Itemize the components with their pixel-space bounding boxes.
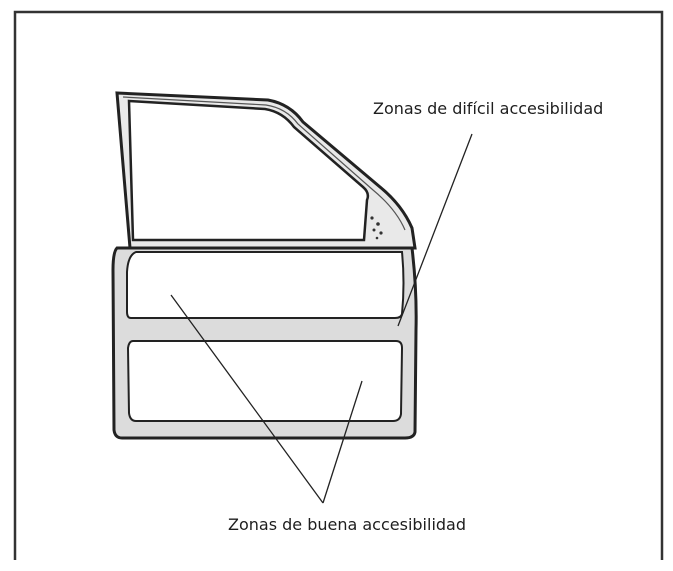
figure-border [13,10,664,560]
window-inner-frame-line [122,96,406,231]
leader-line-difficult-access [397,133,473,327]
leader-line-good-access-upper [170,294,324,504]
label-difficult-access: Zonas de difícil accesibilidad [373,99,603,118]
leader-line-good-access-lower [322,380,363,504]
door-lower-opening [126,340,404,422]
mirror-mount-holes [370,216,383,240]
door-upper-opening [126,251,405,319]
label-good-access: Zonas de buena accesibilidad [228,515,466,534]
door-window-glass [127,99,370,242]
